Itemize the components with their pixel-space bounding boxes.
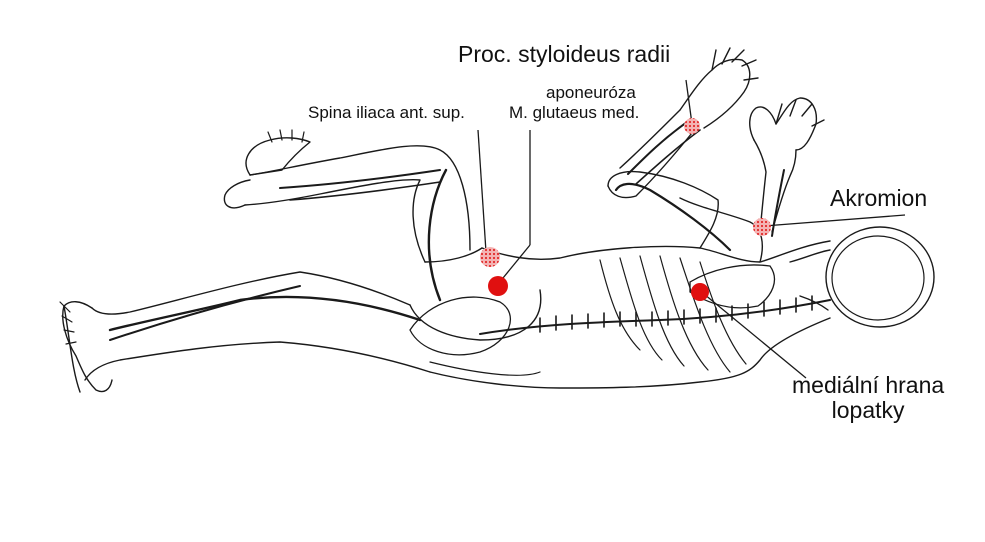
marker-akromion bbox=[753, 218, 771, 236]
label-proc-styloideus: Proc. styloideus radii bbox=[458, 41, 671, 67]
skeleton bbox=[59, 119, 925, 376]
leader-akromion bbox=[763, 214, 906, 227]
label-akromion: Akromion bbox=[830, 185, 928, 211]
label-medialni-hrana-line1: mediální hrana bbox=[792, 372, 945, 398]
label-medialni-hrana-line2: lopatky bbox=[831, 397, 905, 424]
label-glutaeus-med: M. glutaeus med. bbox=[509, 103, 640, 122]
leader-medialni-hrana bbox=[703, 293, 807, 379]
leader-lines bbox=[477, 79, 906, 379]
body-outline bbox=[62, 47, 935, 393]
markers bbox=[480, 118, 771, 301]
head-outline bbox=[825, 226, 935, 328]
marker-proc-styloideus bbox=[684, 118, 700, 134]
pelvis bbox=[409, 296, 511, 356]
marker-spina-iliaca bbox=[480, 247, 500, 267]
label-medialni-hrana: mediální hrana lopatky bbox=[792, 372, 945, 424]
label-spina-iliaca: Spina iliaca ant. sup. bbox=[308, 103, 465, 122]
marker-glutaeus-med bbox=[488, 276, 508, 296]
spine bbox=[479, 299, 831, 335]
leader-glutaeus-2 bbox=[502, 244, 531, 279]
marker-medialni-hrana bbox=[691, 283, 709, 301]
leader-spina-iliaca bbox=[477, 129, 487, 253]
leader-proc-styloideus bbox=[685, 79, 693, 125]
label-aponeuroza: aponeuróza bbox=[546, 83, 636, 102]
scapula bbox=[689, 264, 775, 309]
